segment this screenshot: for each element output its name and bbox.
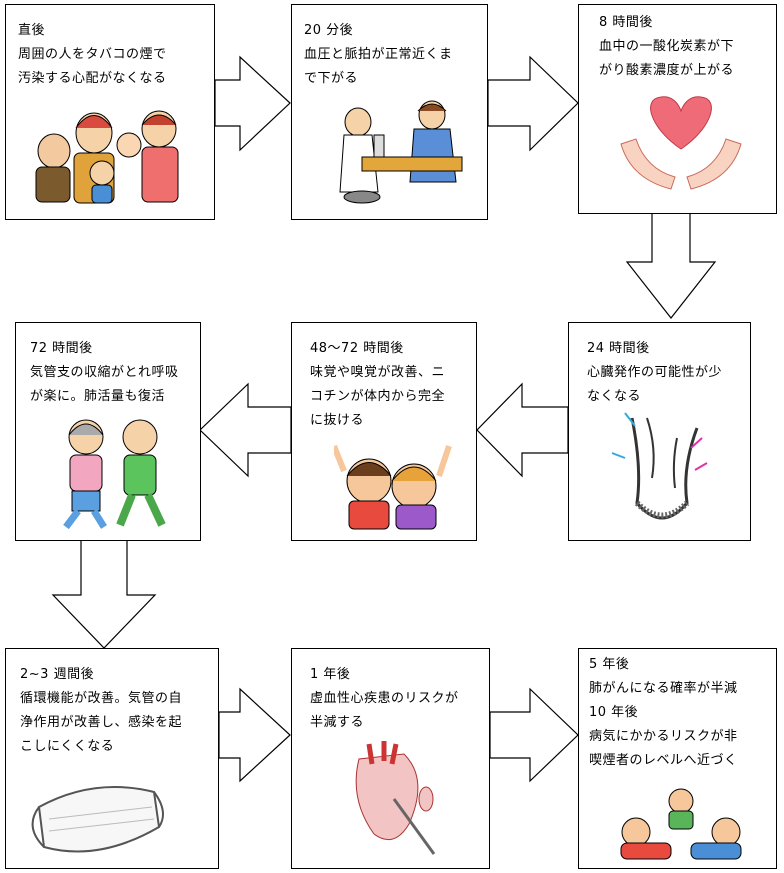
step-box-1year: 1 年後 虚血性心疾患のリスクが 半減する xyxy=(291,648,490,869)
face-mask-illustration xyxy=(31,786,164,853)
step-time: 5 年後 xyxy=(589,657,630,672)
arrow-down-2 xyxy=(51,539,157,649)
step-time: 10 年後 xyxy=(589,705,639,720)
heart-valve-illustration xyxy=(611,412,708,520)
step-box-72hours: 72 時間後 気管支の収縮がとれ呼吸 が楽に。肺活量も復活 xyxy=(15,322,201,541)
step-time: 1 年後 xyxy=(310,667,351,682)
step-box-5-10years: 5 年後 肺がんになる確率が半減 10 年後 病気にかかるリスクが非 喫煙者のレ… xyxy=(578,648,777,869)
heart-hands-illustration xyxy=(620,96,742,190)
arrow-right-1 xyxy=(214,55,291,152)
step-time: 2~3 週間後 xyxy=(20,667,95,682)
step-time: 直後 xyxy=(18,23,46,38)
step-text: 20 分後 血圧と脈拍が正常近くま で下がる xyxy=(304,19,479,91)
step-box-immediately: 直後 周囲の人をタバコの煙で 汚染する心配がなくなる xyxy=(5,4,215,220)
step-box-8hours: 8 時間後 血中の一酸化炭素が下 がり酸素濃度が上がる xyxy=(578,4,777,214)
arrow-right-4 xyxy=(489,687,579,783)
step-time: 48～72 時間後 xyxy=(310,341,404,356)
arrow-right-3 xyxy=(218,687,291,783)
arrow-down-1 xyxy=(625,212,717,319)
human-pyramid-illustration xyxy=(620,788,742,860)
blood-pressure-illustration xyxy=(339,100,463,204)
cheering-kids-illustration xyxy=(334,444,452,530)
arrow-left-2 xyxy=(199,382,292,478)
step-box-48-72hours: 48～72 時間後 味覚や嗅覚が改善、ニ コチンが体内から完全 に抜ける xyxy=(291,322,477,541)
step-time: 8 時間後 xyxy=(599,15,653,30)
arrow-left-1 xyxy=(476,382,569,478)
step-text: 5 年後 肺がんになる確率が半減 10 年後 病気にかかるリスクが非 喫煙者のレ… xyxy=(589,653,768,773)
step-text: 24 時間後 心臓発作の可能性が少 なくなる xyxy=(587,337,742,409)
heart-organ-illustration xyxy=(355,741,436,855)
step-text: 2~3 週間後 循環機能が改善。気管の自 浄作用が改善し、感染を起 こしにくくな… xyxy=(20,663,210,759)
step-text: 48～72 時間後 味覚や嗅覚が改善、ニ コチンが体内から完全 に抜ける xyxy=(310,337,468,433)
step-time: 72 時間後 xyxy=(30,341,93,356)
step-text: 直後 周囲の人をタバコの煙で 汚染する心配がなくなる xyxy=(18,19,206,91)
step-time: 24 時間後 xyxy=(587,341,650,356)
step-box-2-3weeks: 2~3 週間後 循環機能が改善。気管の自 浄作用が改善し、感染を起 こしにくくな… xyxy=(5,648,219,869)
arrow-right-2 xyxy=(487,55,579,152)
step-text: 72 時間後 気管支の収縮がとれ呼吸 が楽に。肺活量も復活 xyxy=(30,337,192,409)
walking-couple-illustration xyxy=(63,419,166,530)
step-text: 8 時間後 血中の一酸化炭素が下 がり酸素濃度が上がる xyxy=(599,11,768,83)
step-box-20min: 20 分後 血圧と脈拍が正常近くま で下がる xyxy=(291,4,488,220)
step-box-24hours: 24 時間後 心臓発作の可能性が少 なくなる xyxy=(568,322,751,541)
step-text: 1 年後 虚血性心疾患のリスクが 半減する xyxy=(310,663,481,735)
family-illustration xyxy=(35,110,179,204)
step-time: 20 分後 xyxy=(304,23,354,38)
